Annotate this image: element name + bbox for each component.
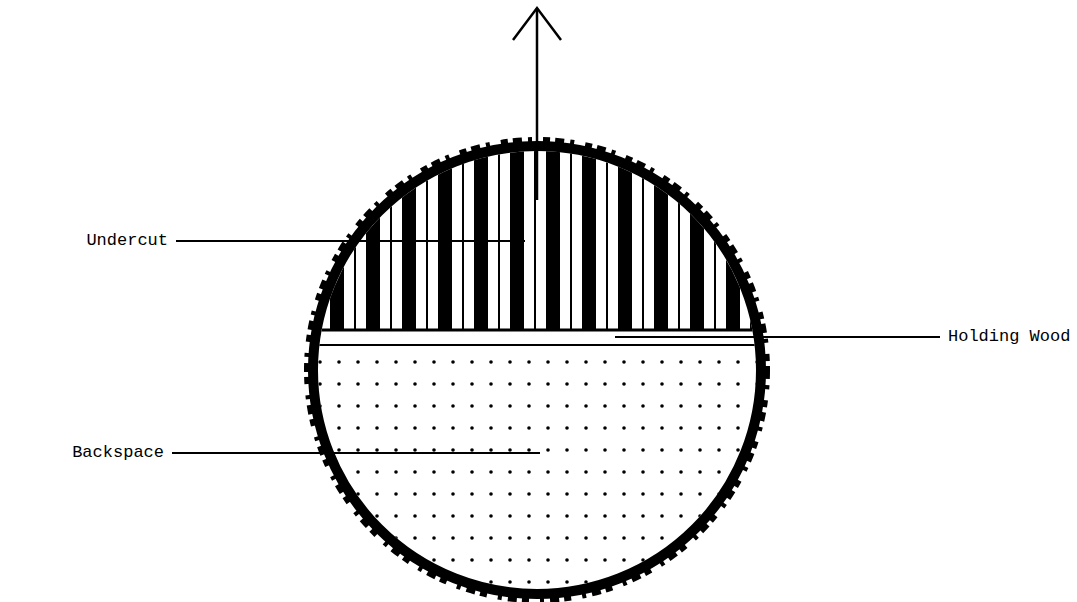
leader-line — [615, 336, 940, 338]
undercut-area — [300, 140, 780, 330]
bark-rough-edge — [309, 142, 765, 598]
fall-direction-arrow — [536, 8, 539, 200]
backcut-line — [300, 344, 780, 346]
part-label: Undercut — [86, 231, 168, 251]
part-label: Backspace — [72, 443, 164, 463]
arrow-head — [513, 8, 561, 40]
leader-line — [176, 240, 525, 242]
bark — [313, 146, 761, 594]
leader-line — [172, 452, 540, 454]
undercut-floor — [300, 329, 780, 332]
backspace-area — [300, 345, 780, 602]
part-label: Holding Wood — [948, 327, 1070, 347]
